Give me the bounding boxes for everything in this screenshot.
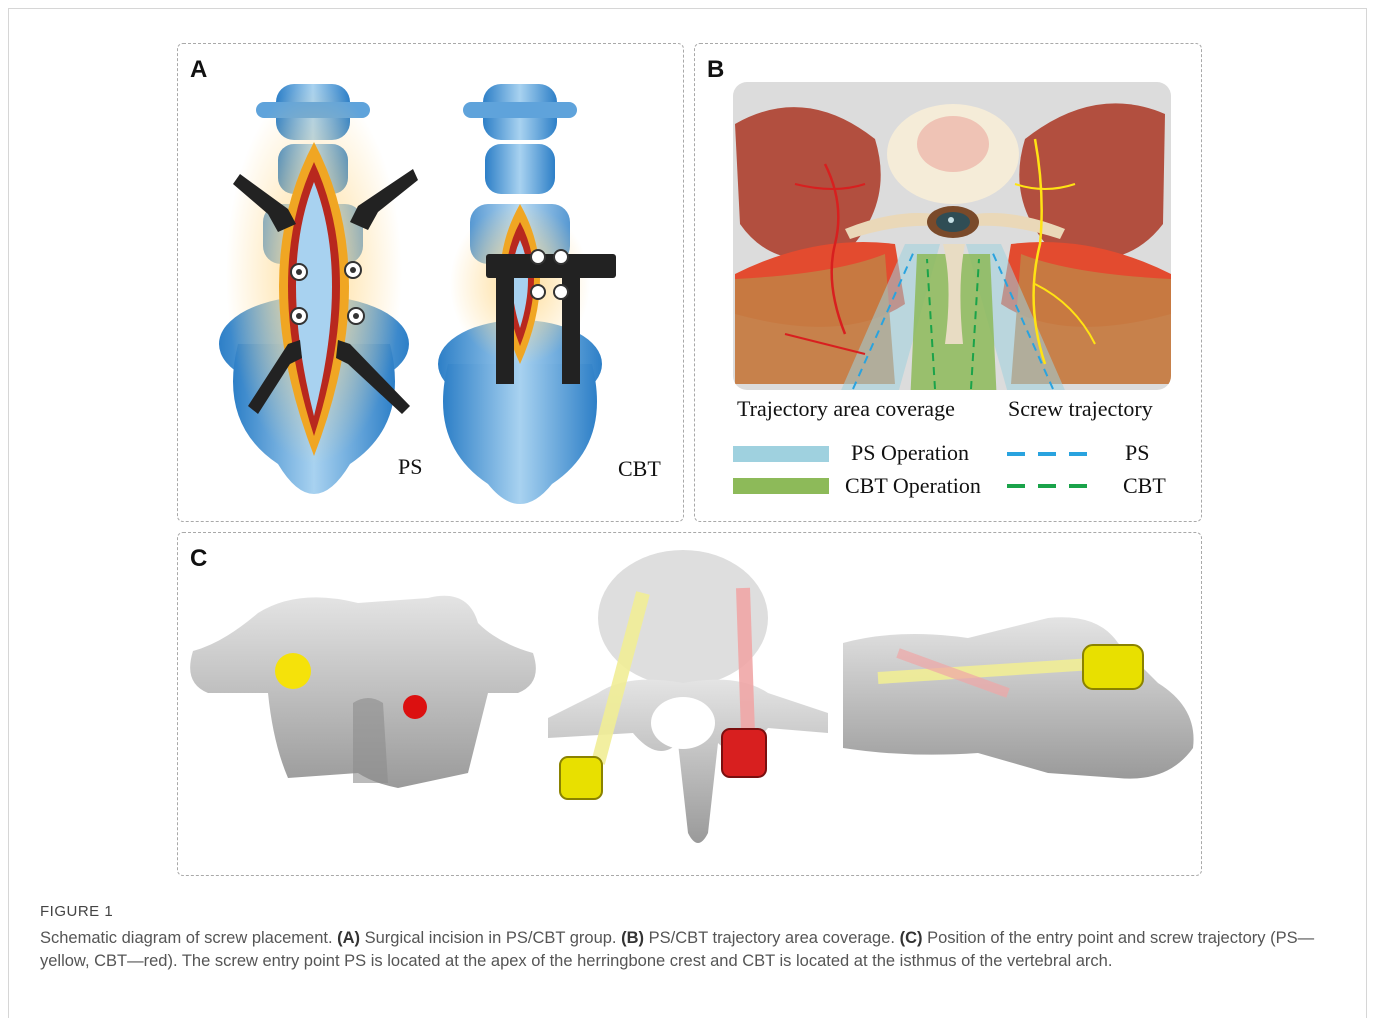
legend-ps-operation: PS Operation — [851, 440, 969, 466]
ps-group-label: PS — [398, 454, 422, 480]
figure-caption: FIGURE 1 Schematic diagram of screw plac… — [40, 900, 1345, 973]
legend-cbt-operation: CBT Operation — [845, 473, 981, 499]
panel-b-label: B — [707, 56, 724, 84]
caption-a-text: Surgical incision in PS/CBT group. — [360, 929, 621, 947]
caption-body: Schematic diagram of screw placement. (A… — [40, 927, 1345, 973]
axial-view-vertebra — [548, 550, 828, 843]
caption-b-text: PS/CBT trajectory area coverage. — [644, 929, 900, 947]
cbt-operation-swatch — [733, 478, 829, 494]
panel-a-illustration — [178, 44, 684, 522]
lateral-view-vertebra — [843, 617, 1194, 778]
ps-entry-point-marker — [275, 653, 311, 689]
caption-a-tag: (A) — [337, 929, 360, 947]
panel-a: A PS CBT — [177, 43, 684, 522]
caption-c-tag: (C) — [900, 929, 923, 947]
panel-c-illustration — [178, 533, 1202, 876]
panel-c: C — [177, 532, 1202, 876]
ps-operation-swatch — [733, 446, 829, 462]
cbt-spine-illustration — [438, 84, 616, 504]
legend-cbt-trajectory: CBT — [1123, 473, 1166, 499]
ps-spine-illustration — [219, 84, 418, 494]
posterior-view-vertebra — [190, 596, 536, 788]
caption-intro: Schematic diagram of screw placement. — [40, 929, 337, 947]
figure-label: FIGURE 1 — [40, 900, 1345, 923]
heading-trajectory-area: Trajectory area coverage — [737, 396, 955, 422]
panel-b: B Trajectory area coverage Screw traject… — [694, 43, 1202, 522]
caption-b-tag: (B) — [621, 929, 644, 947]
panel-c-label: C — [190, 545, 207, 573]
heading-screw-trajectory: Screw trajectory — [1008, 396, 1153, 422]
cbt-entry-point-marker — [403, 695, 427, 719]
panel-a-label: A — [190, 56, 207, 84]
legend-ps-trajectory: PS — [1125, 440, 1149, 466]
cbt-group-label: CBT — [618, 456, 661, 482]
